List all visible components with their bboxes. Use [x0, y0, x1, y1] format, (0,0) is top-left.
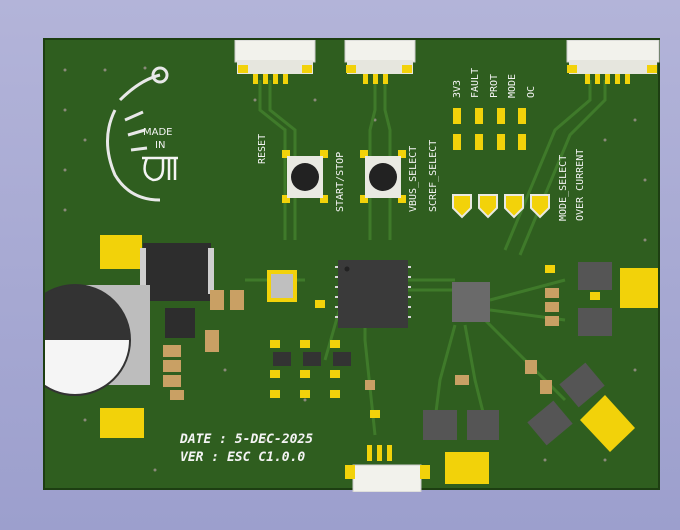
label-mode-select: MODE_SELECT — [558, 154, 569, 221]
label-scref-select: SCREF_SELECT — [428, 139, 439, 212]
label-date: DATE : 5-DEC-2025 — [180, 432, 314, 447]
pcb-artwork: MADE IN — [45, 40, 660, 492]
label-start-stop: START/STOP — [335, 151, 346, 212]
led-resistors — [453, 108, 526, 150]
regulator — [165, 308, 195, 338]
label-reset: RESET — [257, 133, 268, 164]
inductor — [140, 243, 214, 301]
electrolytic-capacitor — [45, 284, 150, 396]
connector-top-right — [566, 40, 660, 84]
label-over-current: OVER CURRENT — [575, 148, 586, 221]
crystal — [267, 270, 297, 302]
logo-text-made: MADE — [143, 127, 173, 138]
connector-top-left — [234, 40, 316, 84]
label-led-fault: FAULT — [470, 67, 481, 98]
gate-driver-chip — [452, 282, 490, 322]
pad-right — [620, 268, 658, 308]
label-led-prot: PROT — [489, 73, 500, 98]
pad-bottom-center — [445, 452, 489, 484]
mosfets — [423, 262, 612, 446]
pad-left-bottom — [100, 408, 144, 438]
connector-top-middle — [344, 40, 416, 84]
mcu-chip — [335, 260, 411, 328]
pad-left-top — [100, 235, 142, 269]
connector-bottom — [345, 445, 430, 492]
switch-start-stop — [360, 150, 406, 203]
pad-bottom-right — [580, 395, 635, 452]
passives — [163, 265, 600, 418]
switch-reset — [282, 150, 328, 203]
label-led-oc: OC — [526, 85, 537, 98]
logo-glyph — [142, 156, 178, 182]
label-led-mode: MODE — [507, 73, 518, 98]
jumper-pads — [452, 194, 550, 219]
label-version: VER : ESC C1.0.0 — [180, 450, 306, 465]
logo-made-in — [106, 66, 169, 202]
pcb-board: MADE IN — [43, 38, 660, 492]
logo-text-in: IN — [155, 140, 165, 151]
label-led-3v3: 3V3 — [452, 79, 463, 98]
label-vbus-select: VBUS_SELECT — [408, 145, 419, 212]
